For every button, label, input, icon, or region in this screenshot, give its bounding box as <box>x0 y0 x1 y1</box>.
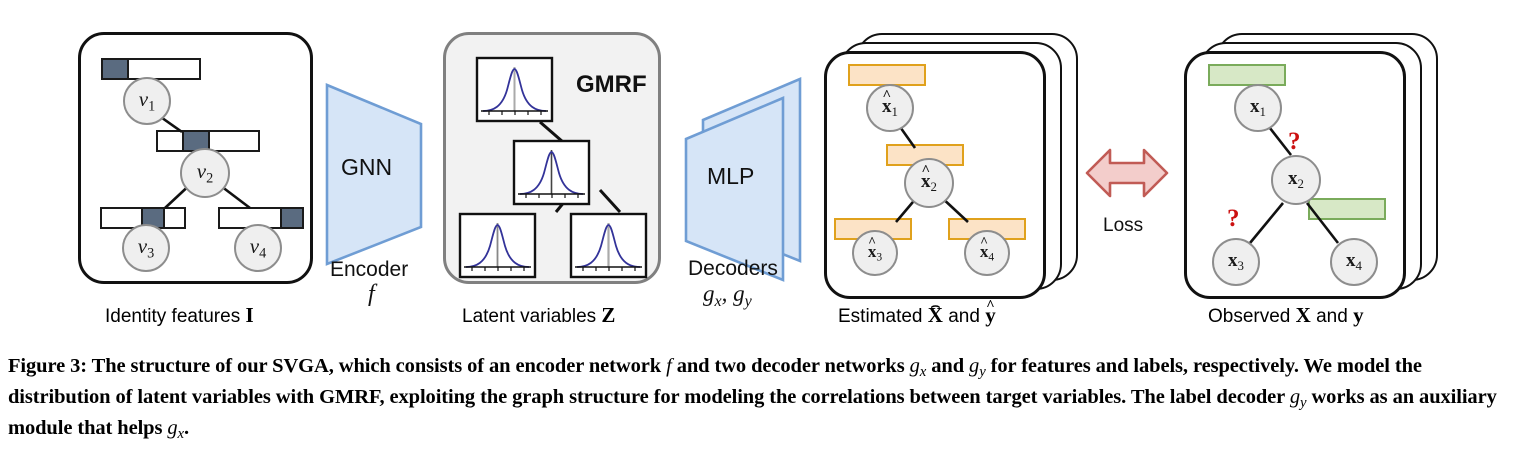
node-v1: v1 <box>123 77 171 125</box>
caption-p4: for features and labels, respectively. W… <box>8 355 1422 409</box>
gaussian-plot-3 <box>458 212 537 279</box>
panel-label-text: Identity features <box>105 306 246 327</box>
feature-bar-v4 <box>218 207 304 229</box>
feature-cell <box>152 60 176 78</box>
decoder-symbol-gx: g <box>703 281 715 306</box>
caption-p6: . <box>184 417 190 440</box>
panel-label-identity: Identity features I <box>105 303 254 328</box>
panel-label-text: Latent variables <box>462 306 602 327</box>
node-label: v3 <box>137 233 155 262</box>
panel-label-text: Estimated <box>838 306 928 327</box>
node-label: ^x2 <box>921 162 937 194</box>
caption-symbol-gx-sub: x <box>919 364 927 381</box>
caption-symbol-gy2: g <box>1289 386 1300 409</box>
node-label: ^x3 <box>867 234 883 264</box>
caption-symbol-gy-sub: y <box>979 364 986 381</box>
node-v2: v2 <box>180 148 230 198</box>
panel-label-symbol: I <box>245 303 254 327</box>
panel-label-text2: and <box>942 306 986 327</box>
node-label: x4 <box>1346 250 1362 273</box>
panel-label-symbol: X <box>927 303 943 327</box>
panel-label-latent: Latent variables Z <box>462 303 615 328</box>
node-label: v2 <box>196 158 214 187</box>
node-xhat2: ^x2 <box>904 158 954 208</box>
figure-caption: Figure 3: The structure of our SVGA, whi… <box>8 352 1516 445</box>
node-label: v4 <box>249 233 267 262</box>
caption-symbol-gy: g <box>969 355 980 377</box>
panel-label-symbol: X <box>1295 303 1311 327</box>
caption-symbol-gx: g <box>909 355 920 377</box>
gmrf-title: GMRF <box>576 71 647 98</box>
feature-cell <box>220 209 282 227</box>
feature-cell <box>165 209 185 227</box>
node-x4: x4 <box>1330 238 1378 286</box>
decoder-symbol-gy: g <box>733 281 745 306</box>
feature-cell <box>282 209 302 227</box>
panel-label-observed: Observed X and y <box>1208 303 1364 328</box>
decoder-block-label: MLP <box>707 163 755 189</box>
feature-cell <box>103 60 129 78</box>
panel-label-symbol2: y <box>985 303 996 327</box>
panel-label-text2: and <box>1310 306 1354 327</box>
decoder-symbol-gy-sub: y <box>744 292 752 310</box>
panel-label-text: Observed <box>1208 306 1296 327</box>
node-xhat1: ^x1 <box>866 84 914 132</box>
node-label: x3 <box>1228 250 1244 273</box>
double-arrow-icon <box>1085 148 1169 198</box>
decoder-symbols: gx, gy <box>703 281 752 310</box>
caption-symbol-gy2-sub: y <box>1299 395 1307 412</box>
node-x1: x1 <box>1234 84 1282 132</box>
observed-bar-x4 <box>1308 198 1386 220</box>
missing-mark-x2: ? <box>1288 128 1301 155</box>
node-v3: v3 <box>122 224 170 272</box>
observed-bar-x1 <box>1208 64 1286 86</box>
encoder-role-label: Encoder <box>330 258 409 281</box>
node-label: v1 <box>138 86 156 115</box>
caption-p3: and <box>926 355 970 377</box>
node-xhat4: ^x4 <box>964 230 1010 276</box>
caption-p2: and two decoder networks <box>671 355 910 377</box>
decoder-role-label: Decoders <box>688 257 778 280</box>
feature-cell <box>129 60 153 78</box>
caption-symbol-f: f <box>666 355 672 377</box>
missing-mark-x3: ? <box>1227 205 1240 232</box>
caption-symbol-gx2-sub: x <box>177 426 185 443</box>
panel-label-symbol: Z <box>601 303 616 327</box>
feature-cell <box>143 209 165 227</box>
node-x3: x3 <box>1212 238 1260 286</box>
gaussian-plot-1 <box>475 56 554 123</box>
panel-label-symbol2: y <box>1353 303 1364 327</box>
feature-cell <box>102 209 143 227</box>
feature-cell <box>176 60 200 78</box>
feature-cell <box>158 132 184 150</box>
estimated-bar-x1 <box>848 64 926 86</box>
node-x2: x2 <box>1271 155 1321 205</box>
node-v4: v4 <box>234 224 282 272</box>
gaussian-plot-4 <box>569 212 648 279</box>
feature-cell <box>184 132 210 150</box>
decoder-symbol-gx-sub: x <box>714 292 722 310</box>
caption-prefix: Figure 3: <box>8 355 87 377</box>
node-xhat3: ^x3 <box>852 230 898 276</box>
panel-label-estimated: Estimated ⌢X and ^y <box>838 297 996 327</box>
gaussian-plot-2 <box>512 139 591 206</box>
figure-diagram: v1 v2 v3 v4 Identity features I GNN Enco… <box>78 32 1438 328</box>
caption-symbol-gx2: g <box>167 417 178 440</box>
encoder-trapezoid <box>325 83 423 266</box>
node-label: x1 <box>1250 96 1266 119</box>
caption-p5: works as an auxiliary module that helps <box>8 386 1497 440</box>
feature-cell <box>210 132 234 150</box>
node-label: x2 <box>1288 168 1304 191</box>
node-label: ^x1 <box>882 87 898 119</box>
feature-cell <box>234 132 258 150</box>
encoder-symbol: f <box>368 281 375 307</box>
decoder-trapezoid-front <box>684 96 785 282</box>
loss-label: Loss <box>1103 215 1144 236</box>
feature-bar-v3 <box>100 207 186 229</box>
node-label: ^x4 <box>979 234 995 264</box>
caption-p1: The structure of our SVGA, which consist… <box>87 355 667 377</box>
encoder-block-label: GNN <box>341 154 393 180</box>
